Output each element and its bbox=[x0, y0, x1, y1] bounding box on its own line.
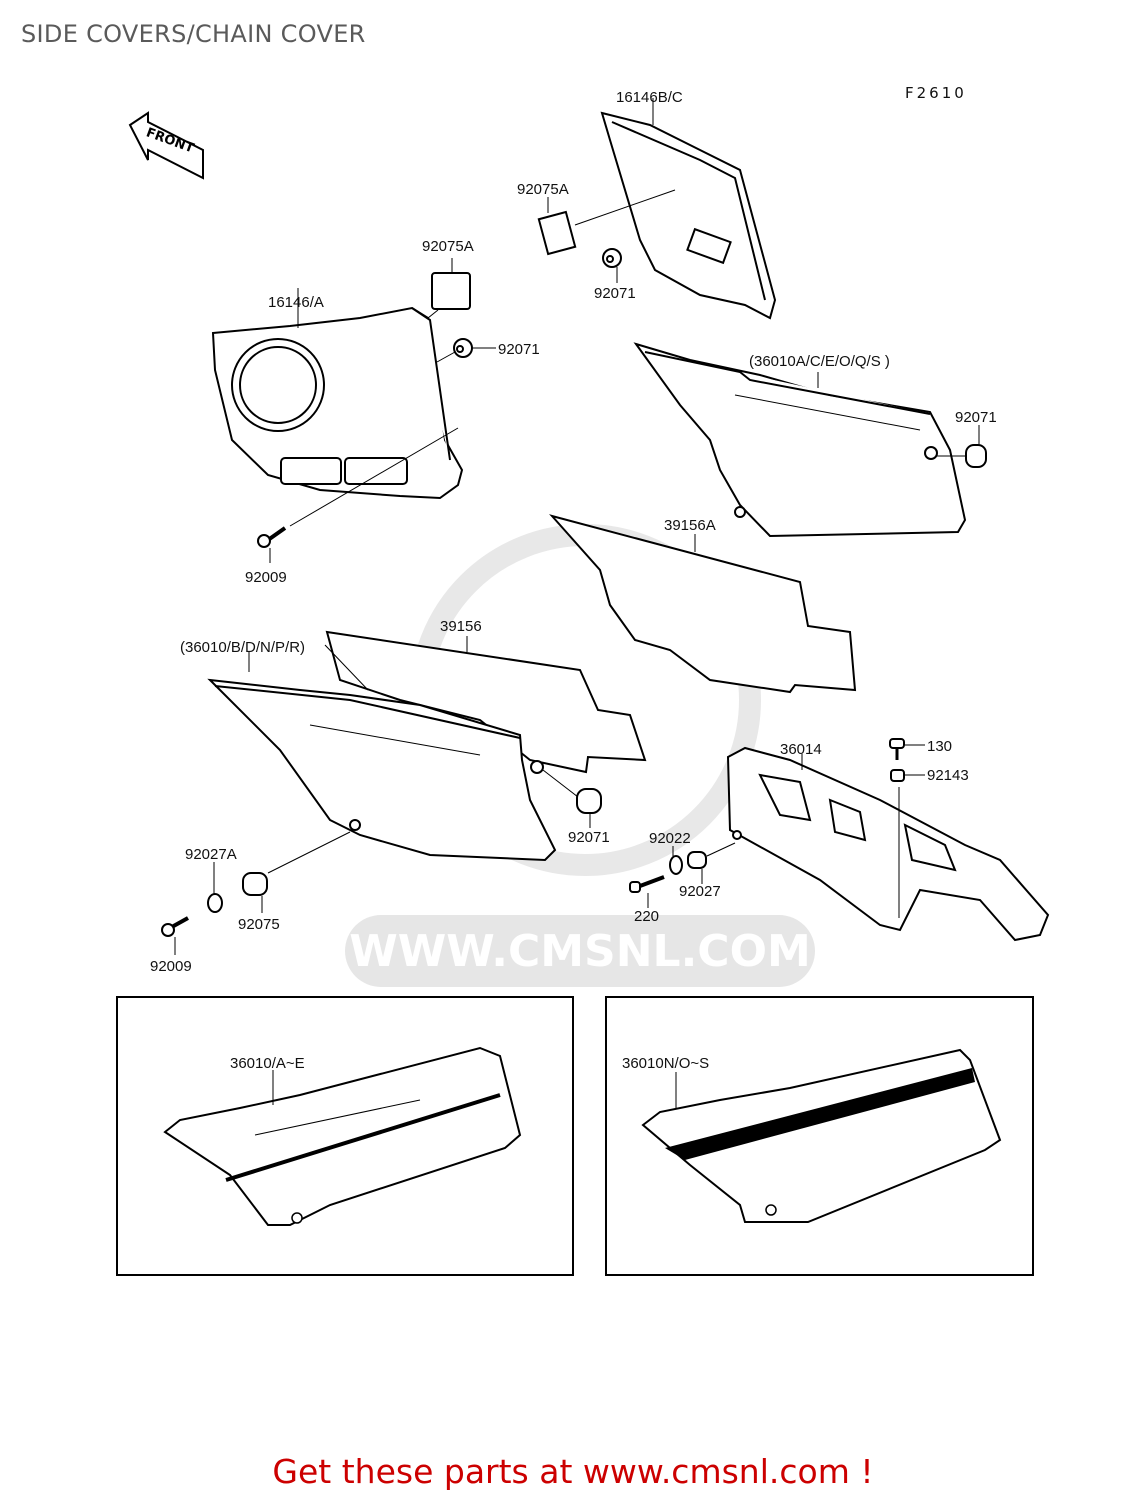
callout-39156a[interactable]: 39156A bbox=[664, 517, 716, 534]
callout-92071-top[interactable]: 92071 bbox=[594, 285, 636, 302]
part-16146bc bbox=[574, 98, 777, 320]
callout-36010b-group[interactable]: (36010/B/D/N/P/R) bbox=[180, 639, 305, 656]
inset-label-36010-n-o-s[interactable]: 36010N/O~S bbox=[622, 1055, 709, 1072]
inset-36010-a-e: 36010/A~E bbox=[116, 996, 574, 1276]
part-36014 bbox=[726, 746, 1050, 942]
part-92009-bottom bbox=[161, 916, 189, 955]
inset-label-36010-a-e[interactable]: 36010/A~E bbox=[230, 1055, 305, 1072]
callout-92075a-top[interactable]: 92075A bbox=[517, 181, 569, 198]
part-39156 bbox=[325, 630, 647, 774]
callout-92143[interactable]: 92143 bbox=[927, 767, 969, 784]
callout-130[interactable]: 130 bbox=[927, 738, 952, 755]
callout-92071-right[interactable]: 92071 bbox=[955, 409, 997, 426]
inset-36010-n-o-s: 36010N/O~S bbox=[605, 996, 1034, 1276]
callout-labels: 16146B/C 92075A 92071 92075A 16146/A 920… bbox=[150, 89, 997, 975]
part-92071-mid bbox=[530, 760, 602, 828]
part-130 bbox=[889, 738, 925, 760]
part-220 bbox=[629, 875, 665, 908]
part-92009-top bbox=[257, 526, 287, 563]
callout-92075a-left[interactable]: 92075A bbox=[422, 238, 474, 255]
part-36010b-group bbox=[207, 644, 557, 862]
callout-92027a[interactable]: 92027A bbox=[185, 846, 237, 863]
callout-92027[interactable]: 92027 bbox=[679, 883, 721, 900]
part-92027a bbox=[207, 862, 223, 913]
callout-92071-mid[interactable]: 92071 bbox=[568, 829, 610, 846]
part-92075 bbox=[242, 831, 351, 913]
page-title: SIDE COVERS/CHAIN COVER bbox=[21, 20, 366, 48]
front-arrow-icon: FRONT bbox=[128, 111, 204, 180]
callout-220[interactable]: 220 bbox=[634, 908, 659, 925]
callout-92009-top[interactable]: 92009 bbox=[245, 569, 287, 586]
part-16146a bbox=[211, 288, 464, 527]
part-92075a-left bbox=[427, 258, 471, 319]
callout-92071-left[interactable]: 92071 bbox=[498, 341, 540, 358]
callout-16146bc[interactable]: 16146B/C bbox=[616, 89, 683, 106]
callout-36010a-group[interactable]: (36010A/C/E/O/Q/S ) bbox=[749, 353, 890, 370]
callout-36014[interactable]: 36014 bbox=[780, 741, 822, 758]
part-92075a-top bbox=[537, 197, 577, 256]
part-92071-top bbox=[602, 248, 622, 283]
callout-92022[interactable]: 92022 bbox=[649, 830, 691, 847]
callout-92009-bottom[interactable]: 92009 bbox=[150, 958, 192, 975]
part-92071-right bbox=[924, 425, 987, 468]
figure-code: F2610 bbox=[905, 84, 967, 102]
part-39156a bbox=[549, 514, 857, 694]
part-92022 bbox=[669, 846, 683, 875]
callout-16146a[interactable]: 16146/A bbox=[268, 294, 324, 311]
callout-92075[interactable]: 92075 bbox=[238, 916, 280, 933]
part-92071-left bbox=[436, 338, 496, 363]
footer-promo-link[interactable]: Get these parts at www.cmsnl.com ! bbox=[272, 1452, 874, 1491]
callout-39156[interactable]: 39156 bbox=[440, 618, 482, 635]
part-36010a-group bbox=[633, 342, 967, 538]
part-92027 bbox=[687, 842, 736, 884]
part-92143 bbox=[890, 769, 925, 918]
watermark-text: WWW.CMSNL.COM bbox=[349, 926, 811, 977]
